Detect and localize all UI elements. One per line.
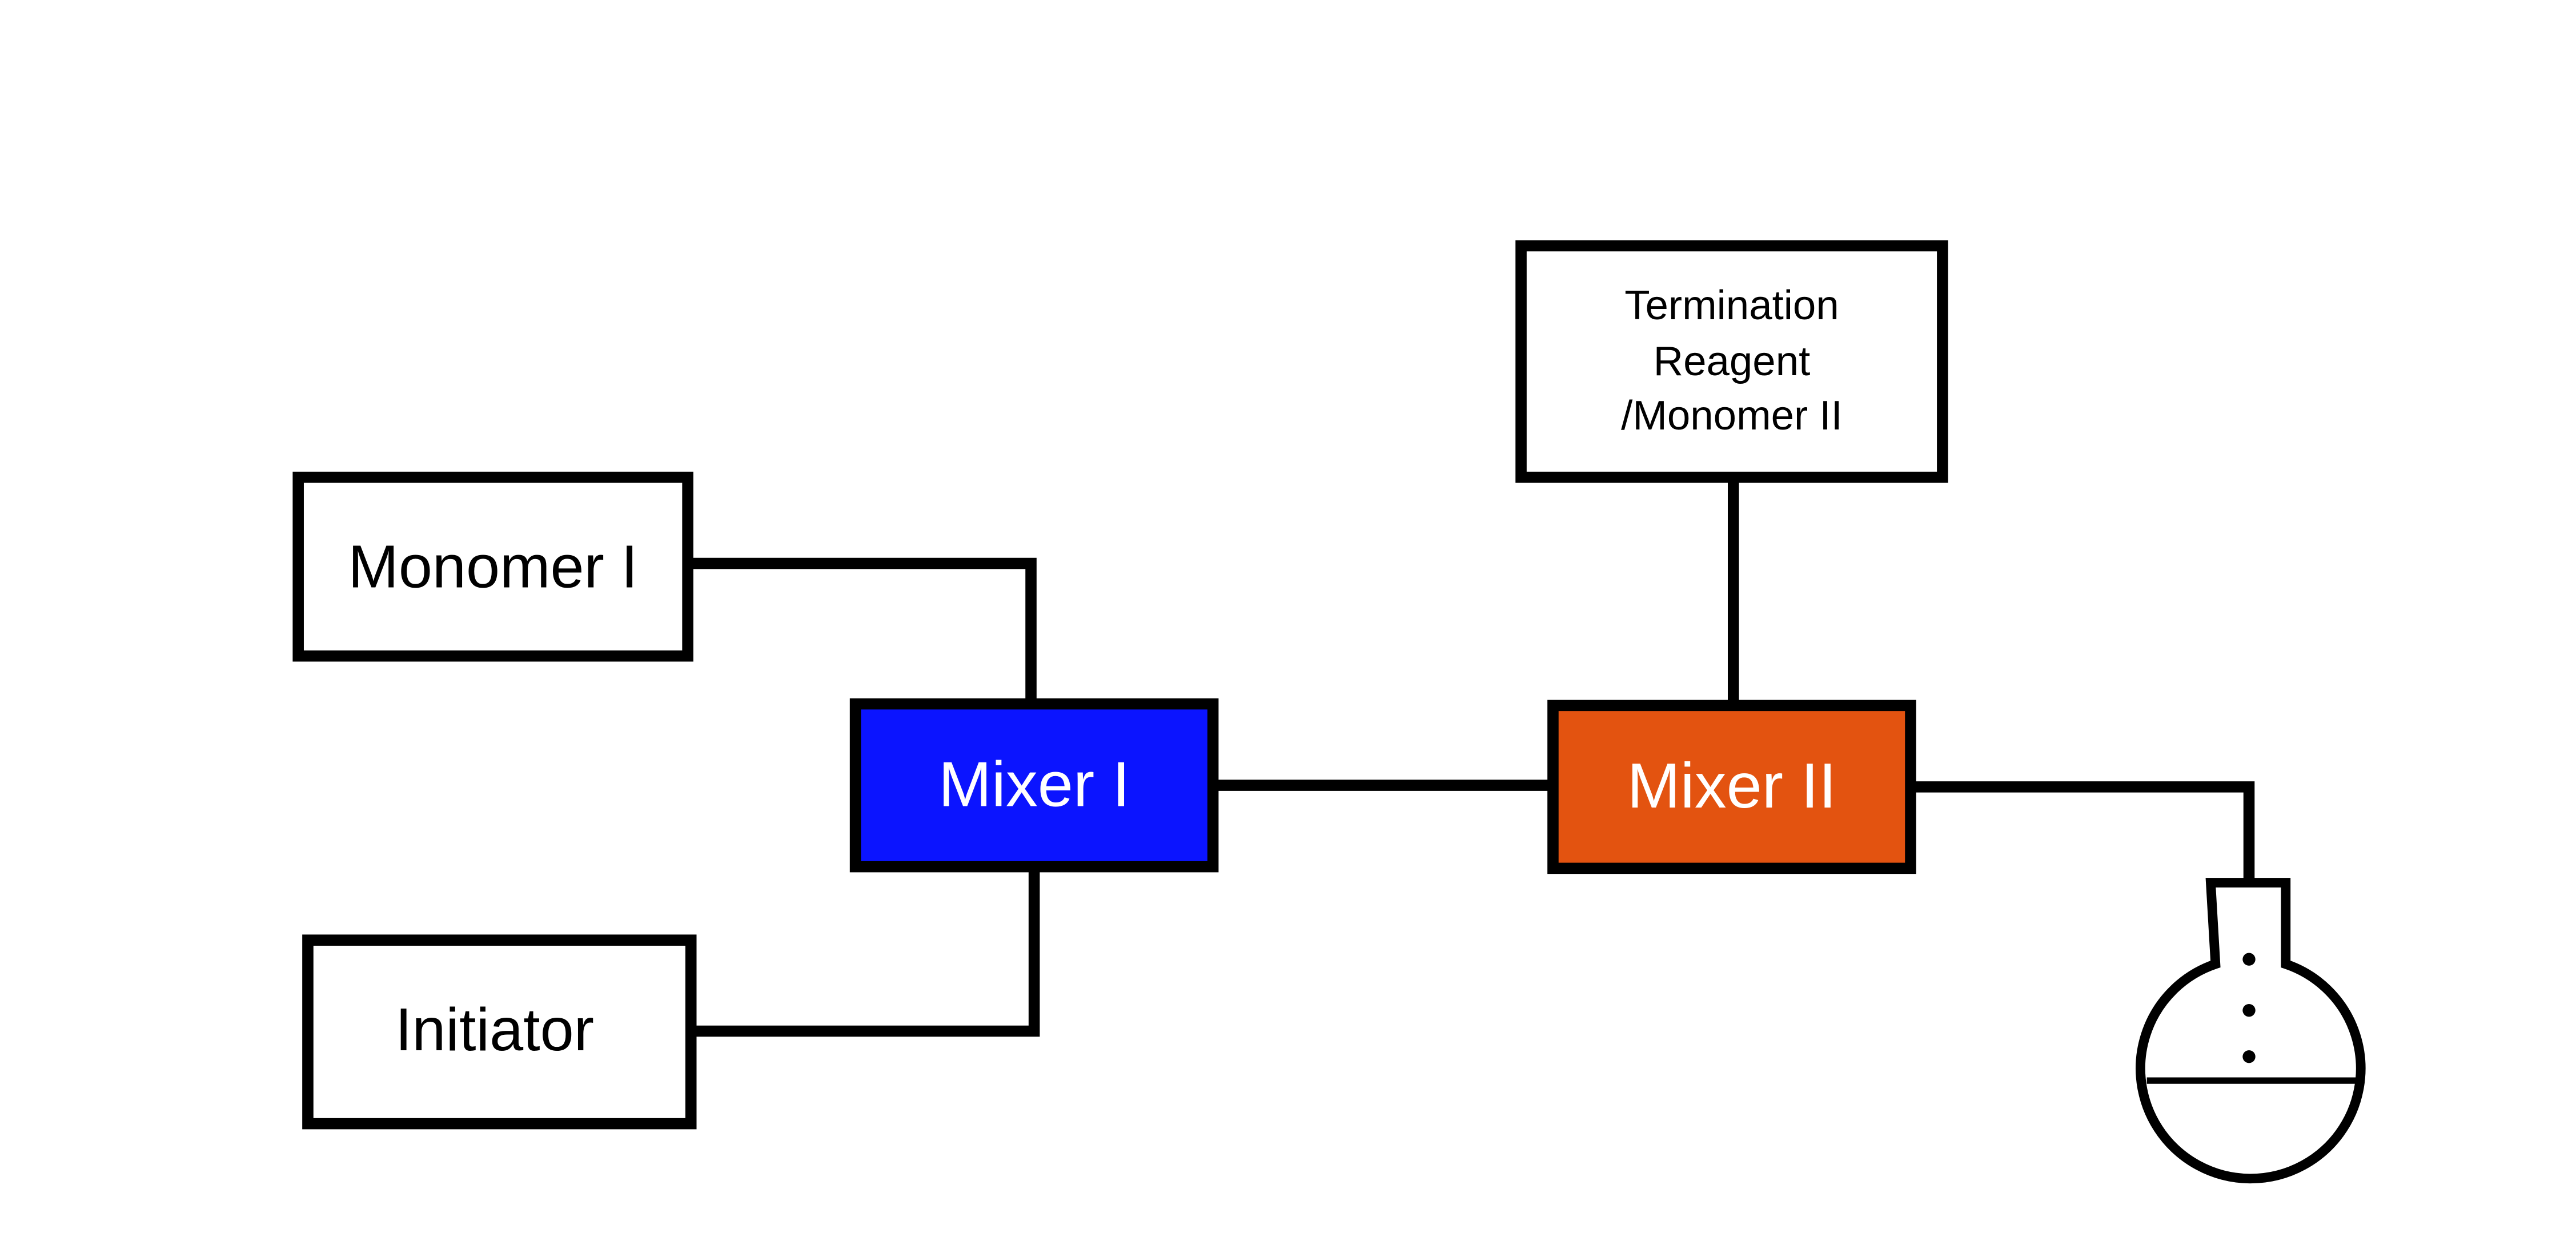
- connector-monomer-to-mixer-1: [684, 557, 1037, 708]
- node-termination-reagent: Termination Reagent /Monomer II: [1515, 240, 1948, 483]
- node-monomer-1: Monomer I: [292, 471, 693, 662]
- node-mixer-2-label: Mixer II: [1627, 750, 1836, 821]
- round-bottom-flask-icon: [2136, 878, 2366, 1184]
- connector-initiator-to-mixer-1: [684, 864, 1040, 1037]
- node-mixer-2-box: [1547, 700, 1916, 874]
- node-mixer-1: Mixer I: [849, 698, 1219, 873]
- node-mixer-1-label: Mixer I: [938, 748, 1130, 820]
- node-mixer-1-box: [849, 698, 1219, 873]
- node-mixer-2: Mixer II: [1547, 700, 1916, 874]
- node-termination-line-2: Reagent: [1654, 338, 1811, 384]
- connector-mixer-2-to-flask: [1908, 781, 2255, 913]
- node-termination-line-3: /Monomer II: [1621, 392, 1843, 439]
- node-termination-line-1: Termination: [1624, 282, 1839, 328]
- node-initiator: Initiator: [302, 934, 697, 1130]
- node-monomer-1-label: Monomer I: [348, 533, 638, 601]
- connectors: [684, 473, 2255, 1037]
- node-initiator-label: Initiator: [395, 995, 594, 1063]
